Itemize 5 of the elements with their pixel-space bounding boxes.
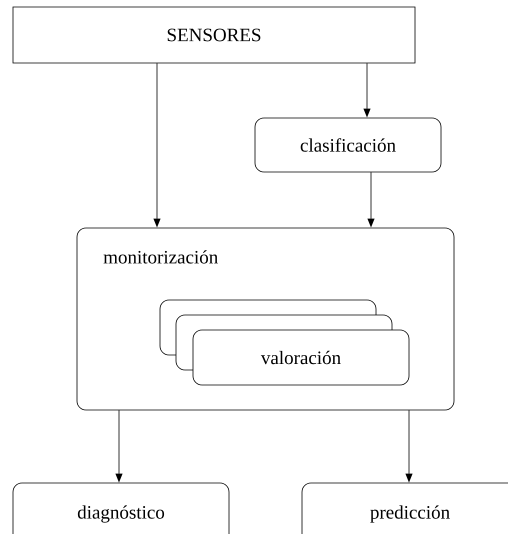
output-box: predicción [302, 482, 508, 534]
output-box: diagnóstico [12, 482, 230, 534]
sensor-box: SENSORES [12, 6, 416, 64]
stacked-box: valoración [160, 300, 410, 386]
process-box: clasificación [254, 118, 442, 172]
